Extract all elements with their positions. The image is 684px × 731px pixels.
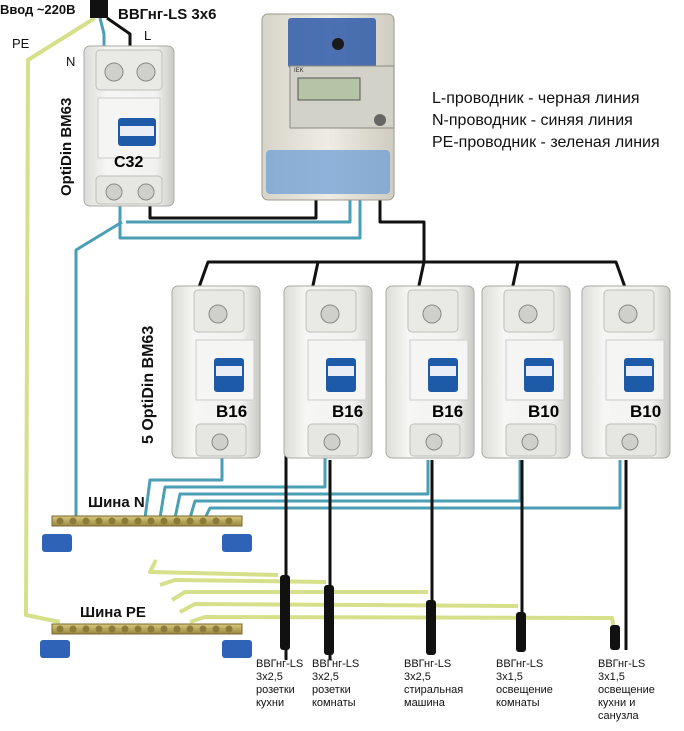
busbar-screw: [186, 625, 194, 633]
busbar-screw: [147, 625, 155, 633]
legend-n: N-проводник - синяя линия: [432, 112, 633, 129]
busbar-screw: [186, 517, 194, 525]
breaker-rating-5: B10: [630, 402, 662, 421]
busbar-screw: [82, 625, 90, 633]
busbar-screw: [199, 517, 207, 525]
breaker-rating-4: B10: [528, 402, 560, 421]
busbar-screw: [108, 517, 116, 525]
breaker-rating-2: B16: [332, 402, 364, 421]
busbar-screw: [95, 517, 103, 525]
busbar-pe-label: Шина PE: [80, 604, 146, 621]
main-breaker: [83, 45, 175, 207]
group-breaker-4: [481, 285, 571, 459]
busbar-screw: [173, 517, 181, 525]
busbar-screw: [199, 625, 207, 633]
busbar-screw: [134, 625, 142, 633]
legend-pe: PE-проводник - зеленая линия: [432, 134, 660, 151]
busbar-pe: [40, 623, 252, 658]
busbar-screw: [212, 625, 220, 633]
pe-label: PE: [12, 36, 30, 51]
busbar-screw: [121, 625, 129, 633]
group-breaker-3: [385, 285, 475, 459]
n-label: N: [66, 54, 76, 69]
meter-brand: IEK: [294, 68, 304, 74]
busbar-n: [42, 515, 252, 552]
busbar-screw: [173, 625, 181, 633]
group-breaker-1: [171, 285, 261, 459]
busbar-screw: [160, 517, 168, 525]
pe-wires: [24, 16, 616, 629]
breaker-rating-1: B16: [216, 402, 248, 421]
legend-l: L-проводник - черная линия: [432, 90, 640, 107]
busbar-screw: [108, 625, 116, 633]
l-label: L: [144, 28, 152, 43]
main-breaker-series-label: OptiDin BM63: [58, 97, 75, 196]
breaker-rating-3: B16: [432, 402, 464, 421]
group-breakers: [171, 285, 671, 459]
busbar-screw: [95, 625, 103, 633]
input-cable-label: ВВГнг-LS 3х6: [118, 6, 217, 23]
main-breaker-rating: C32: [114, 154, 144, 171]
busbar-screw: [134, 517, 142, 525]
electricity-meter: [261, 13, 395, 201]
busbar-n-label: Шина N: [88, 494, 145, 511]
busbar-screw: [69, 625, 77, 633]
busbar-screw: [121, 517, 129, 525]
input-label: Ввод ~220В: [0, 2, 76, 17]
busbar-screw: [225, 517, 233, 525]
busbar-screw: [82, 517, 90, 525]
busbar-screw: [160, 625, 168, 633]
busbar-screw: [69, 517, 77, 525]
input-terminal: [90, 0, 108, 18]
group-breakers-series-label: 5 OptiDin BM63: [140, 325, 157, 444]
busbar-screw: [56, 517, 64, 525]
busbar-screw: [56, 625, 64, 633]
busbar-screw: [225, 625, 233, 633]
group-breaker-2: [283, 285, 373, 459]
busbar-screw: [212, 517, 220, 525]
n-wires: [74, 17, 622, 519]
busbar-screw: [147, 517, 155, 525]
cable-ends: [280, 575, 620, 655]
group-breaker-5: [581, 285, 671, 459]
